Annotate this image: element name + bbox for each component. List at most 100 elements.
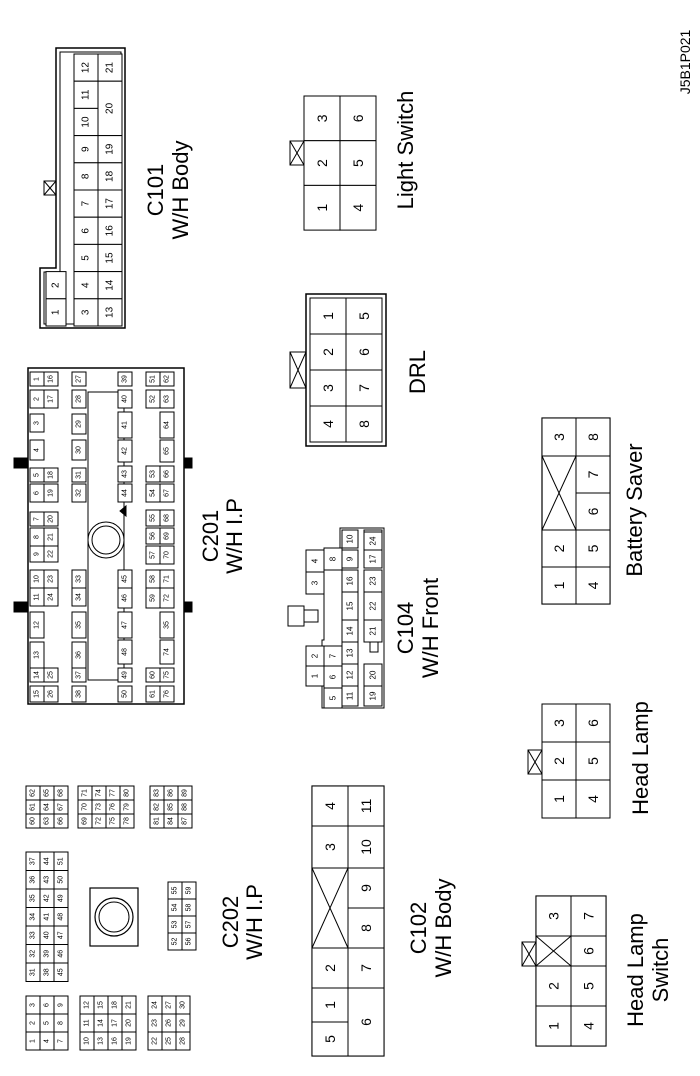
c202-pin-15-label: 15 [98, 1001, 105, 1009]
c201-pin-46-label: 46 [122, 594, 129, 602]
head-lamp-switch-label-1: Head Lamp [623, 913, 648, 1027]
c104-pin-2-label: 2 [311, 653, 320, 658]
c101-pin-11-label: 11 [81, 89, 92, 100]
c102-name-label: W/H Body [431, 878, 456, 977]
c201-pin-12-label: 12 [34, 621, 41, 629]
c202-pin-83-label: 83 [154, 789, 161, 797]
c104-pin-3-cavity [305, 571, 325, 595]
c202-pin-78-label: 78 [124, 817, 131, 825]
c202-pin-89-label: 89 [182, 789, 189, 797]
c201-pin-67-cavity [159, 483, 175, 503]
c201-pin-30-cavity [71, 439, 87, 461]
c202-pin-51-label: 51 [58, 857, 65, 865]
c201-pin-65-cavity [159, 439, 175, 463]
c202-pin-46-label: 46 [58, 950, 65, 958]
c104-pin-6-label: 6 [329, 674, 338, 679]
c201-pin-47-cavity [117, 611, 133, 639]
c202-pin-19-cavity [121, 1031, 137, 1051]
c201-pin-54-label: 54 [150, 489, 157, 497]
c202-pin-87-label: 87 [182, 817, 189, 825]
c201-pin-76-cavity [159, 685, 175, 703]
c201-pin-32-cavity [71, 483, 87, 503]
c202-pin-8-label: 8 [58, 1021, 65, 1025]
c202-pin-73-label: 73 [96, 803, 103, 811]
c201-pin-66-label: 66 [164, 470, 171, 478]
c104-pin-19-label: 19 [369, 691, 378, 700]
c201-pin-29-label: 29 [76, 420, 83, 428]
c202-pin-56-cavity [181, 932, 197, 951]
c202-pin-66-label: 66 [58, 817, 65, 825]
c202-pin-85-label: 85 [168, 803, 175, 811]
battery-saver-pin-7-cavity [575, 455, 611, 494]
c201-pin-63-label: 63 [164, 395, 171, 403]
c201-pin-28-cavity [71, 389, 87, 409]
c201-pin-19-cavity [43, 483, 59, 503]
c201-pin-61-label: 61 [150, 690, 157, 698]
light-switch-pin-3-cavity [303, 95, 341, 142]
c201-pin-70-label: 70 [164, 551, 171, 559]
c202-pin-1-label: 1 [30, 1039, 37, 1043]
c201-pin-28-label: 28 [76, 395, 83, 403]
c202-pin-58-label: 58 [186, 904, 193, 912]
c201-pin-26-cavity [43, 685, 59, 703]
c201-pin-37-cavity [71, 667, 87, 683]
c202-pin-2-label: 2 [30, 1021, 37, 1025]
c101-pin-16-label: 16 [105, 225, 116, 237]
c201-pin-20-label: 20 [48, 515, 55, 523]
c101-pin-3-label: 3 [81, 309, 92, 315]
c201-pin-42-label: 42 [122, 447, 129, 455]
c202-pin-33-label: 33 [30, 931, 37, 939]
light-switch-pin-1-label: 1 [314, 204, 330, 212]
c202-pin-60-label: 60 [30, 817, 37, 825]
head-lamp-pin-4-cavity [575, 779, 611, 819]
c101-pin-2-label: 2 [51, 282, 62, 288]
c202-pin-11-label: 11 [84, 1019, 91, 1026]
c202-pin-31-label: 31 [30, 968, 37, 976]
c202-pin-43-label: 43 [44, 876, 51, 884]
c202-pin-54-label: 54 [172, 904, 179, 912]
c201-pin-53-label: 53 [150, 470, 157, 478]
c201-pin-31-label: 31 [76, 471, 83, 479]
c202-pin-34-label: 34 [30, 913, 37, 921]
c201-pin-44-label: 44 [122, 489, 129, 497]
c201-pin-17-cavity [43, 389, 59, 409]
c201-pin-64-label: 64 [164, 421, 171, 429]
c104-pin-19-cavity [363, 685, 383, 707]
light-switch-pin-3-label: 3 [314, 114, 330, 122]
c202-pin-39-label: 39 [44, 950, 51, 958]
c201-pin-62-label: 62 [164, 375, 171, 383]
c104-pin-24-label: 24 [369, 536, 378, 545]
c101-pin-6-cavity [73, 216, 99, 245]
c202-pin-68-label: 68 [58, 789, 65, 797]
c201-pin-33-label: 33 [76, 575, 83, 583]
c202-pin-29-label: 29 [180, 1019, 187, 1027]
head-lamp-switch-pin-1-cavity [535, 1005, 572, 1047]
c201-pin-3-cavity [29, 413, 45, 433]
drl-pin-8-cavity [345, 405, 383, 443]
head-lamp-pin-4-label: 4 [585, 795, 601, 803]
c202-pin-20-label: 20 [126, 1019, 133, 1027]
light-switch-pin-6-label: 6 [350, 114, 366, 122]
c202-pin-64-label: 64 [44, 803, 51, 811]
c201-pin-24-cavity [43, 587, 59, 607]
c101-pin-10-label: 10 [81, 116, 92, 128]
c202-pin-52-label: 52 [172, 938, 179, 946]
c202-pin-48-label: 48 [58, 913, 65, 921]
battery-saver-pin-1-cavity [541, 566, 577, 605]
c101-pin-15-cavity [97, 243, 123, 273]
c201-pin-4-label: 4 [34, 448, 41, 452]
c202-pin-61-label: 61 [30, 803, 37, 811]
c202-pin-24-label: 24 [152, 1001, 159, 1009]
c102-pin-10-cavity [347, 825, 385, 869]
c202-pin-66-cavity [53, 813, 69, 829]
c201-pin-10-label: 10 [34, 575, 41, 583]
head-lamp-switch-pin-3-label: 3 [546, 912, 562, 920]
c202-pin-84-label: 84 [168, 817, 175, 825]
c201-pin-12-cavity [29, 611, 45, 639]
c201-pin-46-cavity [117, 587, 133, 609]
c201-pin-43-cavity [117, 465, 133, 483]
c202-pin-6-label: 6 [44, 1003, 51, 1007]
light-switch-pin-2-cavity [303, 140, 341, 186]
c201-pin-69-cavity [159, 527, 175, 545]
